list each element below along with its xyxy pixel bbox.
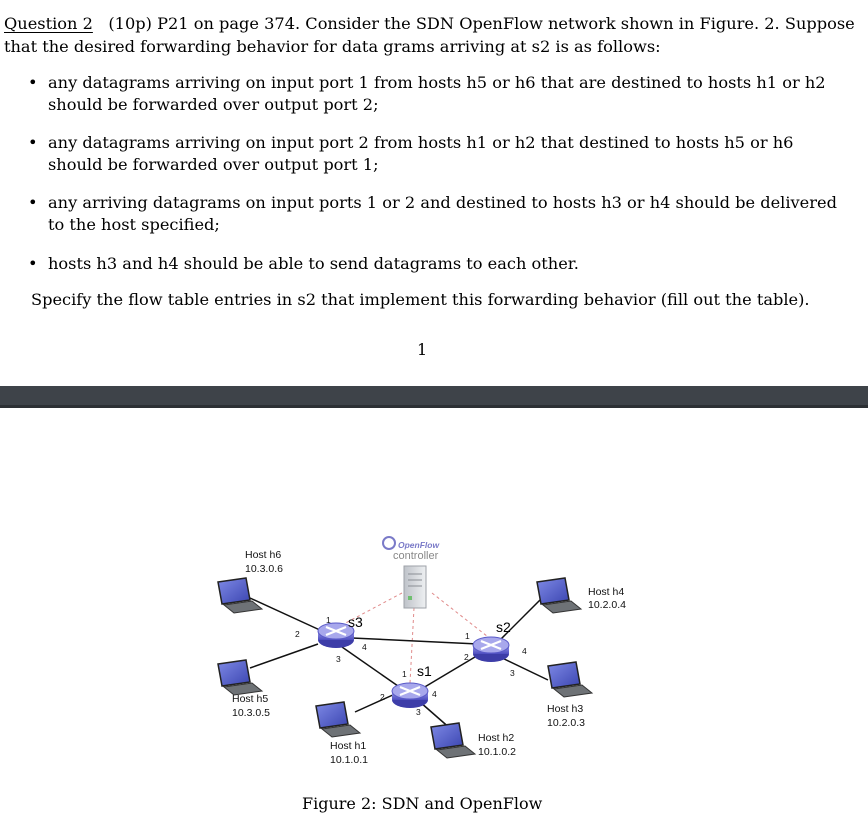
list-item-text: any arriving datagrams on input ports 1 … (48, 193, 837, 234)
control-links (337, 592, 493, 684)
host-h2-laptop-icon (430, 722, 477, 759)
page-separator-shadow (0, 405, 868, 408)
s3-port-2: 2 (295, 629, 300, 639)
host-h1-name: Host h1 (330, 740, 366, 752)
s1-port-4: 4 (432, 689, 437, 699)
host-h1-ip: 10.1.0.1 (330, 754, 368, 766)
host-h6-ip: 10.3.0.6 (245, 563, 283, 575)
s3-port-1: 1 (326, 615, 331, 625)
openflow-logo-icon: OpenFlow (382, 536, 440, 550)
switch-s2-label: s2 (496, 619, 511, 635)
data-links (249, 597, 549, 731)
figure-caption: Figure 2: SDN and OpenFlow (302, 794, 543, 813)
port-labels: 1 2 3 4 1 2 3 4 1 2 3 4 (295, 615, 527, 717)
question-label: Question 2 (4, 14, 93, 33)
s1-port-3: 3 (416, 707, 421, 717)
host-h3-laptop-icon (547, 661, 594, 698)
host-h5-laptop-icon (217, 659, 264, 696)
page-separator-bar (0, 386, 868, 408)
s2-port-2: 2 (464, 652, 469, 662)
server-icon (403, 565, 427, 609)
switch-s3 (317, 622, 355, 648)
host-h6-name: Host h6 (245, 549, 281, 561)
host-h2-ip: 10.1.0.2 (478, 746, 516, 758)
openflow-controller: OpenFlow controller (382, 536, 440, 609)
s2-port-1: 1 (465, 631, 470, 641)
host-h5-name: Host h5 (232, 693, 268, 705)
host-h4-laptop-icon (536, 577, 583, 614)
s3-port-3: 3 (336, 654, 341, 664)
host-h2-name: Host h2 (478, 732, 514, 744)
list-item-text: any datagrams arriving on input port 2 f… (48, 133, 794, 174)
host-h5-ip: 10.3.0.5 (232, 707, 270, 719)
switch-s1 (391, 682, 429, 708)
s1-port-2: 2 (380, 692, 385, 702)
s3-port-4: 4 (362, 642, 367, 652)
host-h1-laptop-icon (315, 701, 362, 738)
host-h3-ip: 10.2.0.3 (547, 717, 585, 729)
task-text: Specify the flow table entries in s2 tha… (31, 290, 810, 309)
controller-label: controller (393, 550, 439, 562)
sdn-network-diagram: OpenFlow controller s3 s2 s1 1 (217, 536, 626, 766)
list-item-text: hosts h3 and h4 should be able to send d… (48, 254, 579, 273)
question-intro: (10p) P21 on page 374. Consider the SDN … (4, 14, 855, 56)
openflow-logo-text: OpenFlow (398, 540, 440, 550)
host-h4-ip: 10.2.0.4 (588, 599, 626, 611)
question-paragraph: Question 2 (10p) P21 on page 374. Consid… (4, 12, 862, 58)
page-number: 1 (417, 340, 428, 359)
host-h3-name: Host h3 (547, 703, 583, 715)
host-h6-laptop-icon (217, 577, 264, 614)
switch-s1-label: s1 (417, 663, 432, 679)
switch-s3-label: s3 (348, 614, 363, 630)
s2-port-4: 4 (522, 646, 527, 656)
switch-s2 (472, 636, 510, 662)
s1-port-1: 1 (402, 669, 407, 679)
s2-port-3: 3 (510, 668, 515, 678)
host-h4-name: Host h4 (588, 586, 624, 598)
list-item-text: any datagrams arriving on input port 1 f… (48, 73, 826, 114)
